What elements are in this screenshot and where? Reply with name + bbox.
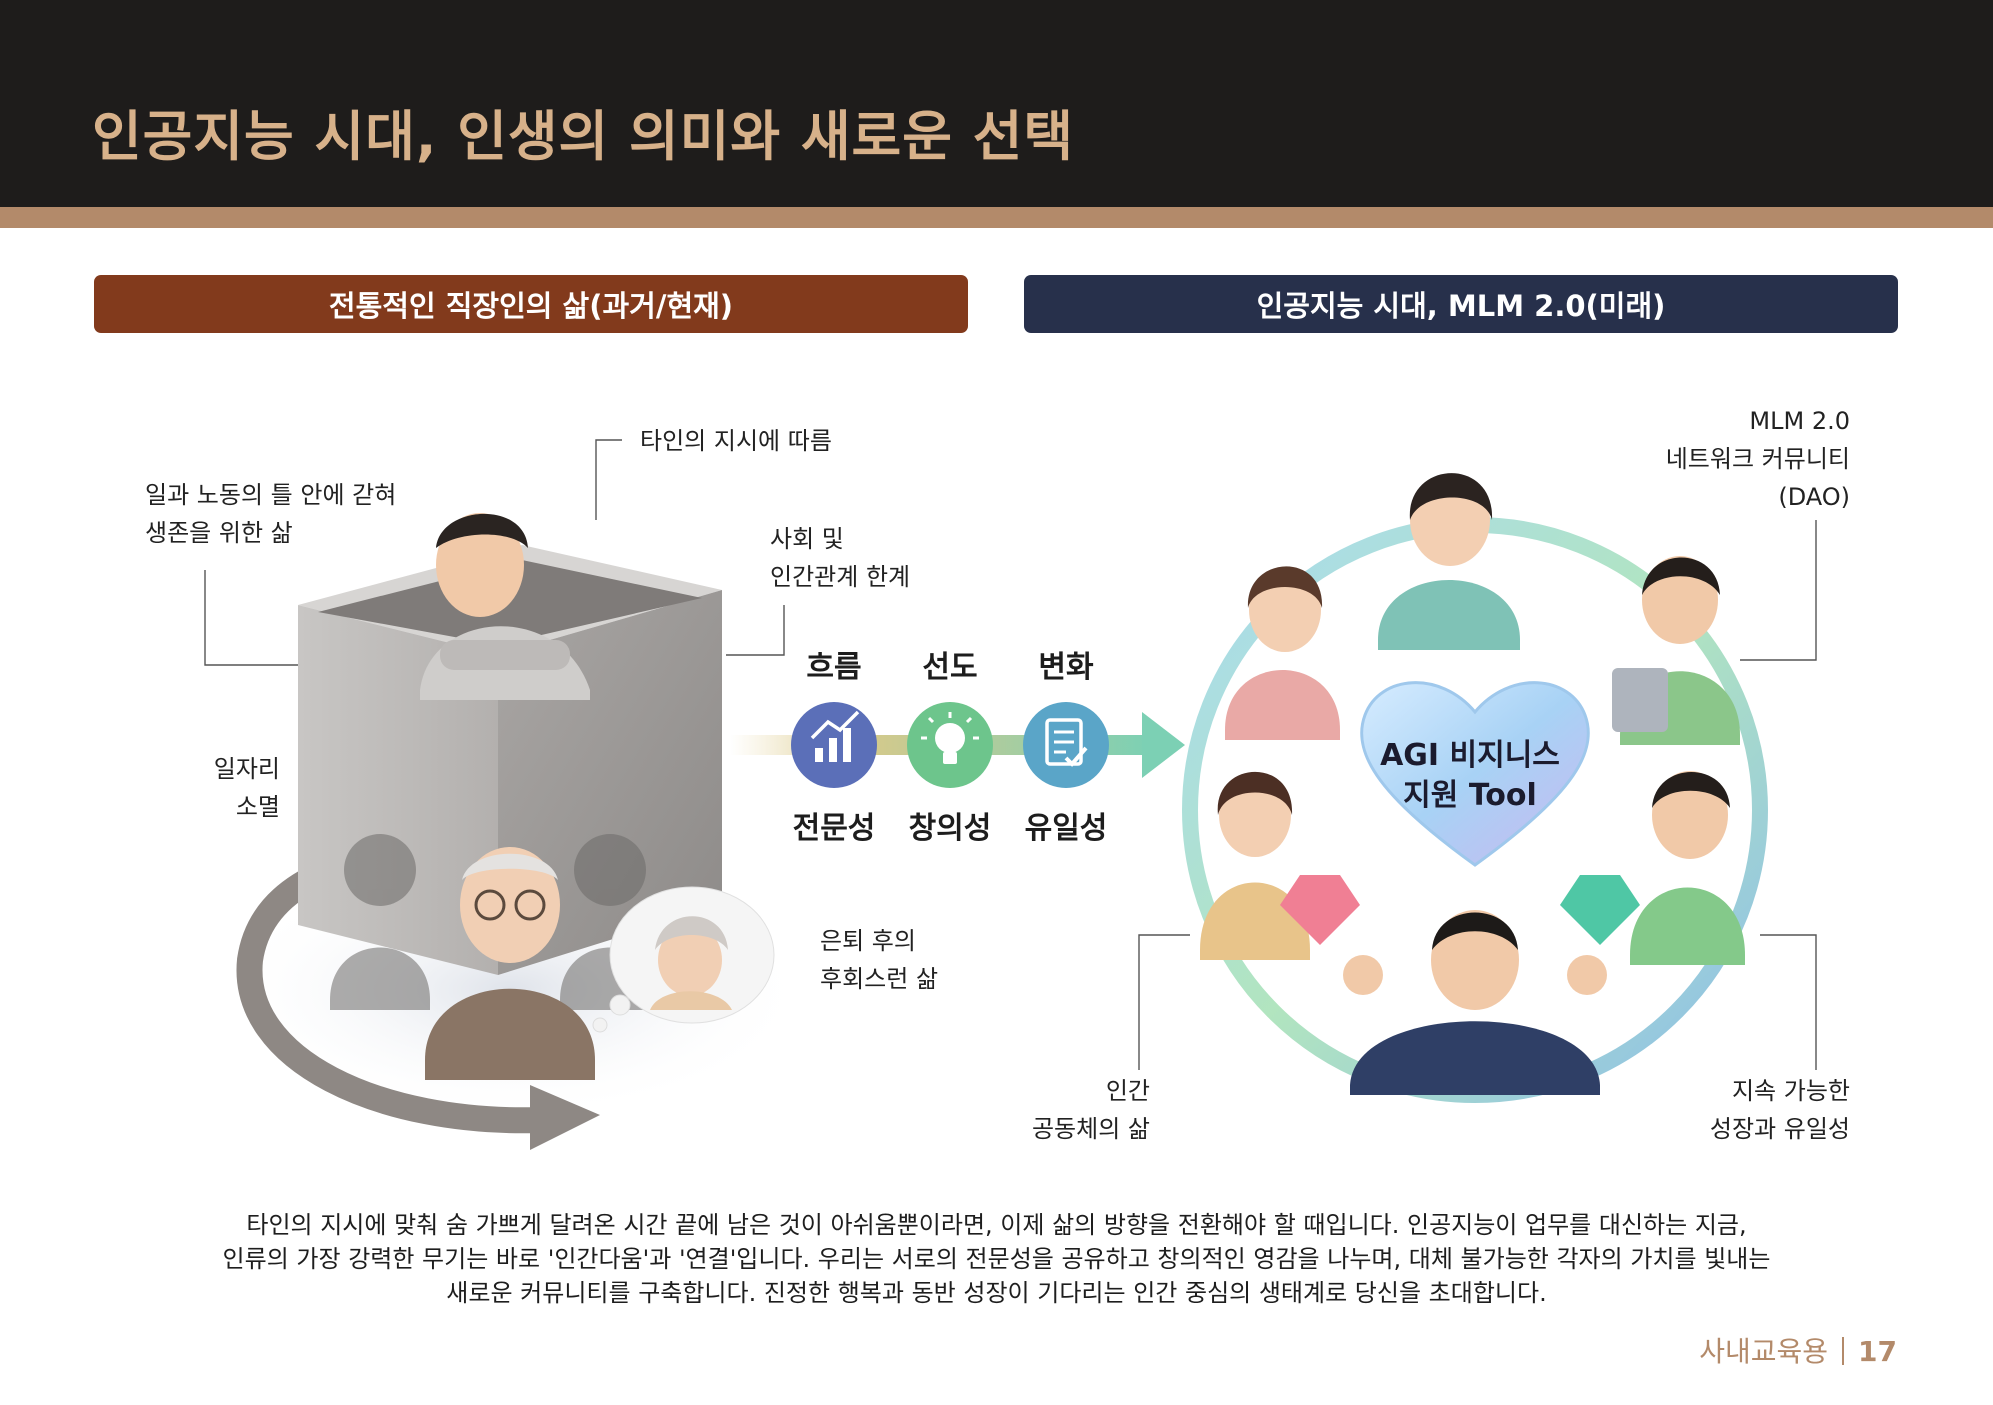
right-section-title: 인공지능 시대, MLM 2.0(미래) <box>1024 275 1898 333</box>
callout-text: 은퇴 후의 <box>820 927 916 955</box>
callout-text: 소멸 <box>235 793 280 821</box>
callout-text: 지속 가능한 <box>1731 1077 1850 1105</box>
callout-text: 성장과 유일성 <box>1709 1115 1850 1143</box>
callout-text: 후회스런 삶 <box>820 965 939 993</box>
callout-text: (DAO) <box>1778 483 1850 511</box>
callout-human-community: 인간 공동체의 삶 <box>950 1072 1150 1148</box>
callout-sustainable-growth: 지속 가능한 성장과 유일성 <box>1620 1072 1850 1148</box>
callout-text: 인간관계 한계 <box>770 563 911 591</box>
thought-bubble <box>592 886 775 1033</box>
footer: 사내교육용 17 <box>1699 1330 1897 1370</box>
footer-divider <box>1842 1337 1845 1365</box>
footer-label: 사내교육용 <box>1699 1335 1829 1368</box>
callout-text: MLM 2.0 <box>1749 407 1850 435</box>
callout-text: 네트워크 커뮤니티 <box>1665 445 1850 473</box>
header-accent-band <box>0 207 1993 228</box>
callout-text: 타인의 지시에 따름 <box>640 427 832 455</box>
right-callout-lines <box>1138 520 1817 1070</box>
heart-line-1: AGI 비지니스 <box>1380 738 1560 773</box>
callout-text: 사회 및 <box>770 525 844 553</box>
description-line-3: 새로운 커뮤니티를 구축합니다. 진정한 행복과 동반 성장이 기다리는 인간 … <box>446 1279 1547 1307</box>
header: 인공지능 시대, 인생의 의미와 새로운 선택 <box>0 0 1993 207</box>
callout-job-loss: 일자리 소멸 <box>150 750 280 826</box>
checklist-icon <box>1023 702 1109 788</box>
flow-arrow-head <box>1142 712 1185 778</box>
lightbulb-icon <box>907 702 993 788</box>
callout-follow-orders: 타인의 지시에 따름 <box>640 422 832 460</box>
heart-line-2: 지원 Tool <box>1403 778 1537 813</box>
arrow-head <box>530 1085 600 1150</box>
community-people <box>1200 473 1745 1095</box>
left-section-title: 전통적인 직장인의 삶(과거/현재) <box>94 275 968 333</box>
callout-text: 일자리 <box>213 755 280 783</box>
keyword-lead: 선도 <box>922 650 978 685</box>
elderly-man-figure <box>425 847 595 1080</box>
callout-text: 인간 <box>1105 1077 1150 1105</box>
heart-gem <box>1360 681 1590 867</box>
heart-label: AGI 비지니스 지원 Tool <box>1360 736 1580 816</box>
callout-mlm-dao: MLM 2.0 네트워크 커뮤니티 (DAO) <box>1600 402 1850 516</box>
callout-text: 생존을 위한 삶 <box>145 519 293 547</box>
keyword-uniqueness: 유일성 <box>1024 811 1108 846</box>
keyword-change: 변화 <box>1038 650 1094 685</box>
callout-retirement: 은퇴 후의 후회스런 삶 <box>820 922 938 998</box>
callout-social-limits: 사회 및 인간관계 한계 <box>770 520 910 596</box>
left-callout-lines <box>204 439 785 666</box>
sad-worker-figure <box>420 513 590 700</box>
description-paragraph: 타인의 지시에 맞춰 숨 가쁘게 달려온 시간 끝에 남은 것이 아쉬움뿐이라면… <box>120 1208 1873 1310</box>
growth-chart-icon <box>791 702 877 788</box>
keyword-flow: 흐름 <box>806 650 862 685</box>
callout-text: 일과 노동의 틀 안에 갇혀 <box>145 481 397 509</box>
keyword-creativity: 창의성 <box>908 811 992 846</box>
callout-text: 공동체의 삶 <box>1031 1115 1150 1143</box>
callout-labor: 일과 노동의 틀 안에 갇혀 생존을 위한 삶 <box>145 476 396 552</box>
description-line-2: 인류의 가장 강력한 무기는 바로 '인간다움'과 '연결'입니다. 우리는 서… <box>222 1245 1771 1273</box>
page-title: 인공지능 시대, 인생의 의미와 새로운 선택 <box>92 105 1075 168</box>
page-number: 17 <box>1858 1335 1897 1368</box>
keyword-expertise: 전문성 <box>792 811 876 846</box>
description-line-1: 타인의 지시에 맞춰 숨 가쁘게 달려온 시간 끝에 남은 것이 아쉬움뿐이라면… <box>246 1211 1747 1239</box>
